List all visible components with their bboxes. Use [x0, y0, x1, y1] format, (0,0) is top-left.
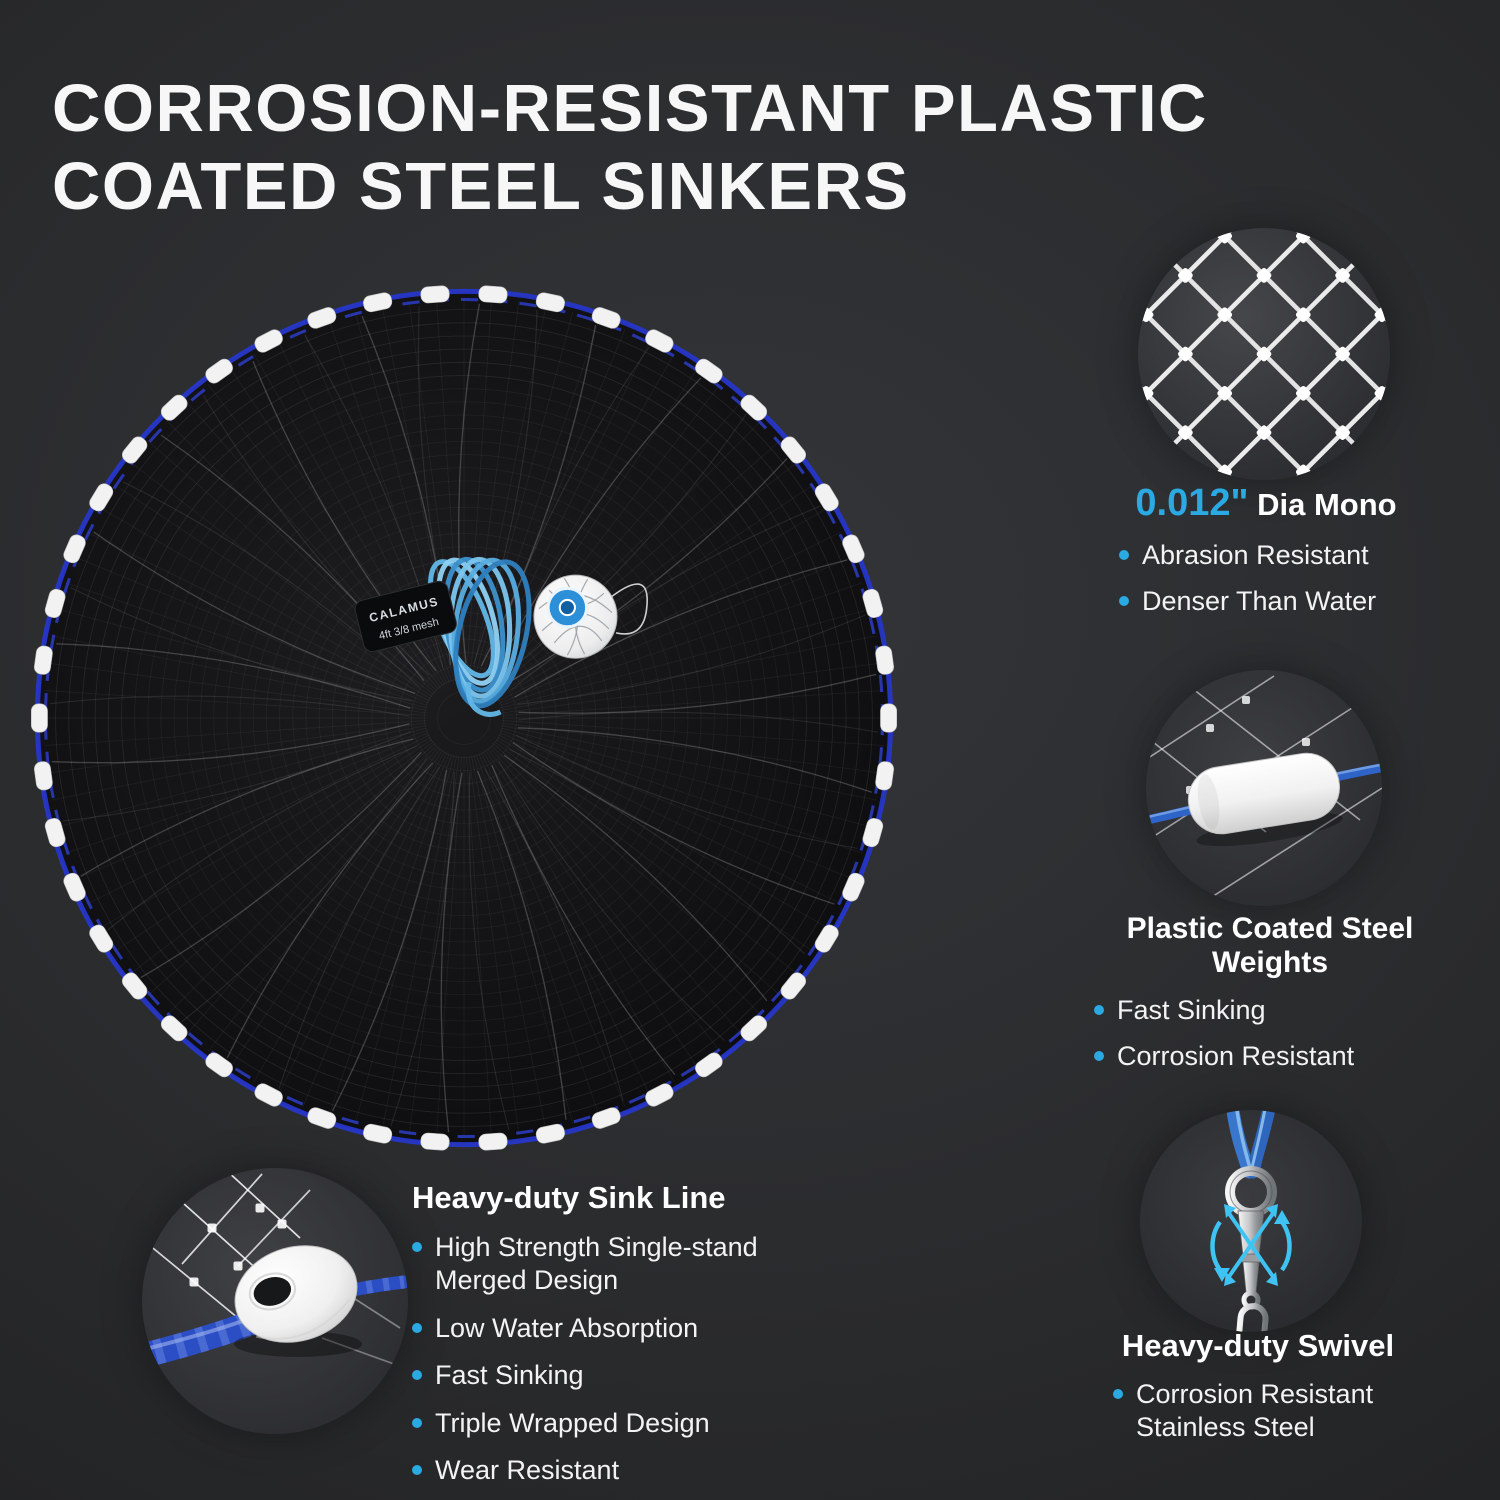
bullet-item: Wear Resistant — [412, 1454, 822, 1487]
bullet-dot-icon — [1094, 1051, 1104, 1062]
bullet-item: Corrosion Resistant Stainless Steel — [1113, 1378, 1433, 1445]
callout-weights: Plastic Coated Steel Weights Fast Sinkin… — [1068, 912, 1472, 1074]
weights-heading: Plastic Coated Steel Weights — [1126, 912, 1414, 979]
page-title: CORROSION-RESISTANT PLASTIC COATED STEEL… — [52, 70, 1208, 227]
bullet-text: High Strength Single-stand Merged Design — [435, 1232, 758, 1296]
weights-bullet-list: Fast Sinking Corrosion Resistant — [1068, 994, 1472, 1074]
bullet-dot-icon — [412, 1417, 422, 1428]
swivel-heading: Heavy-duty Swivel — [1121, 1328, 1395, 1363]
bullet-text: Wear Resistant — [435, 1455, 620, 1486]
bullet-item: Corrosion Resistant — [1094, 1040, 1472, 1073]
bullet-text: Corrosion Resistant — [1117, 1041, 1355, 1072]
callout-sinkline: Heavy-duty Sink Line High Strength Singl… — [412, 1180, 822, 1488]
float-on-line-closeup-photo — [1146, 670, 1382, 906]
mesh-closeup-photo — [1138, 228, 1390, 480]
callout-mono: 0.012" Dia Mono Abrasion Resistant Dense… — [1085, 482, 1447, 619]
bullet-text: Low Water Absorption — [435, 1312, 699, 1343]
bullet-text: Fast Sinking — [1117, 995, 1266, 1025]
mono-bullet-list: Abrasion Resistant Denser Than Water — [1085, 539, 1447, 619]
bullet-item: Fast Sinking — [1094, 994, 1472, 1027]
sink-line-closeup-icon — [142, 1168, 408, 1434]
sink-line-closeup-photo — [142, 1168, 408, 1434]
bullet-dot-icon — [412, 1242, 422, 1252]
bullet-item: High Strength Single-stand Merged Design — [412, 1231, 822, 1298]
bullet-text: Abrasion Resistant — [1142, 540, 1369, 570]
callout-swivel: Heavy-duty Swivel Corrosion Resistant St… — [1083, 1328, 1433, 1445]
bullet-dot-icon — [412, 1370, 422, 1381]
bullet-dot-icon — [1094, 1005, 1104, 1015]
bullet-text: Corrosion Resistant Stainless Steel — [1136, 1379, 1374, 1443]
swivel-closeup-photo — [1140, 1110, 1362, 1332]
bullet-item: Abrasion Resistant — [1119, 539, 1447, 572]
bullet-item: Fast Sinking — [412, 1359, 822, 1392]
bullet-dot-icon — [412, 1465, 422, 1476]
bullet-dot-icon — [1113, 1389, 1123, 1399]
mono-diameter-heading: 0.012" Dia Mono — [1085, 482, 1447, 525]
weight-closeup-icon — [1146, 670, 1382, 906]
bullet-dot-icon — [1119, 550, 1129, 560]
swivel-closeup-icon — [1140, 1110, 1362, 1332]
bullet-item: Low Water Absorption — [412, 1312, 822, 1345]
mesh-closeup-icon — [1138, 228, 1390, 480]
title-line-1: CORROSION-RESISTANT PLASTIC — [52, 71, 1208, 146]
bullet-text: Denser Than Water — [1142, 586, 1377, 617]
bullet-dot-icon — [1119, 596, 1129, 607]
bullet-item: Denser Than Water — [1119, 585, 1447, 618]
sinkline-bullet-list: High Strength Single-stand Merged Design… — [412, 1231, 822, 1488]
bullet-text: Triple Wrapped Design — [435, 1407, 710, 1438]
sinkline-heading: Heavy-duty Sink Line — [412, 1180, 726, 1215]
mono-diameter-value: 0.012" — [1135, 482, 1249, 524]
bullet-text: Fast Sinking — [435, 1360, 584, 1391]
mono-diameter-label: Dia Mono — [1248, 487, 1397, 522]
title-line-2: COATED STEEL SINKERS — [52, 149, 910, 225]
swivel-bullet-list: Corrosion Resistant Stainless Steel — [1083, 1378, 1433, 1445]
bullet-item: Triple Wrapped Design — [412, 1407, 822, 1440]
bullet-dot-icon — [412, 1322, 422, 1333]
